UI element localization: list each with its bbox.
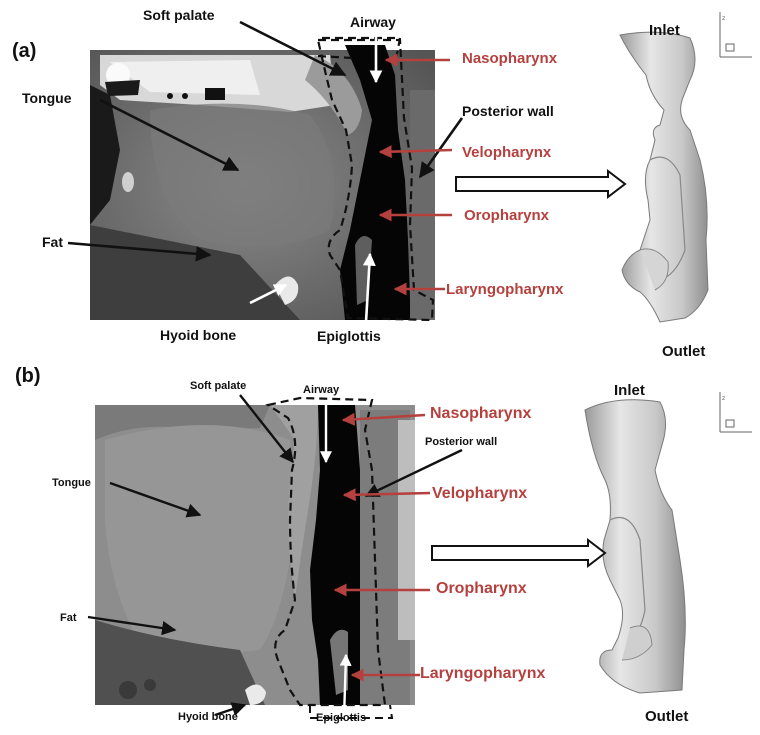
region-nasopharynx: Nasopharynx: [430, 405, 531, 423]
svg-text:z: z: [722, 15, 725, 22]
model-inlet-label: Inlet: [649, 22, 680, 39]
label-epiglottis: Epiglottis: [317, 328, 381, 344]
label-soft-palate: Soft palate: [190, 380, 246, 392]
panel-a-transform-arrow: [456, 171, 625, 197]
panel-b-ct-slice: [95, 405, 415, 705]
label-soft-palate: Soft palate: [143, 7, 215, 23]
label-tongue: Tongue: [22, 90, 72, 106]
panel-b-label: (b): [15, 365, 41, 388]
region-laryngopharynx: Laryngopharynx: [446, 281, 564, 298]
label-fat: Fat: [42, 234, 63, 250]
panel-b-transform-arrow: [432, 540, 605, 566]
label-epiglottis: Epiglottis: [316, 712, 366, 724]
label-posterior-wall: Posterior wall: [425, 436, 497, 448]
label-hyoid-bone: Hyoid bone: [160, 327, 236, 343]
region-oropharynx: Oropharynx: [464, 207, 549, 224]
label-posterior-wall: Posterior wall: [462, 103, 554, 119]
region-oropharynx: Oropharynx: [436, 580, 527, 598]
panel-a-label: (a): [12, 40, 36, 63]
region-velopharynx: Velopharynx: [432, 485, 527, 503]
label-airway: Airway: [303, 384, 339, 396]
region-velopharynx: Velopharynx: [462, 144, 551, 161]
model-outlet-label: Outlet: [645, 708, 688, 725]
label-airway: Airway: [350, 14, 396, 30]
model-inlet-label: Inlet: [614, 382, 645, 399]
label-fat: Fat: [60, 612, 77, 624]
region-nasopharynx: Nasopharynx: [462, 50, 557, 67]
label-tongue: Tongue: [52, 477, 91, 489]
model-outlet-label: Outlet: [662, 343, 705, 360]
panel-b-axes-icon: z: [720, 392, 752, 432]
svg-text:z: z: [722, 395, 725, 402]
panel-a-ct-slice: [90, 45, 435, 320]
label-hyoid-bone: Hyoid bone: [178, 711, 238, 723]
region-laryngopharynx: Laryngopharynx: [420, 665, 545, 683]
panel-a-axes-icon: z: [720, 12, 752, 57]
